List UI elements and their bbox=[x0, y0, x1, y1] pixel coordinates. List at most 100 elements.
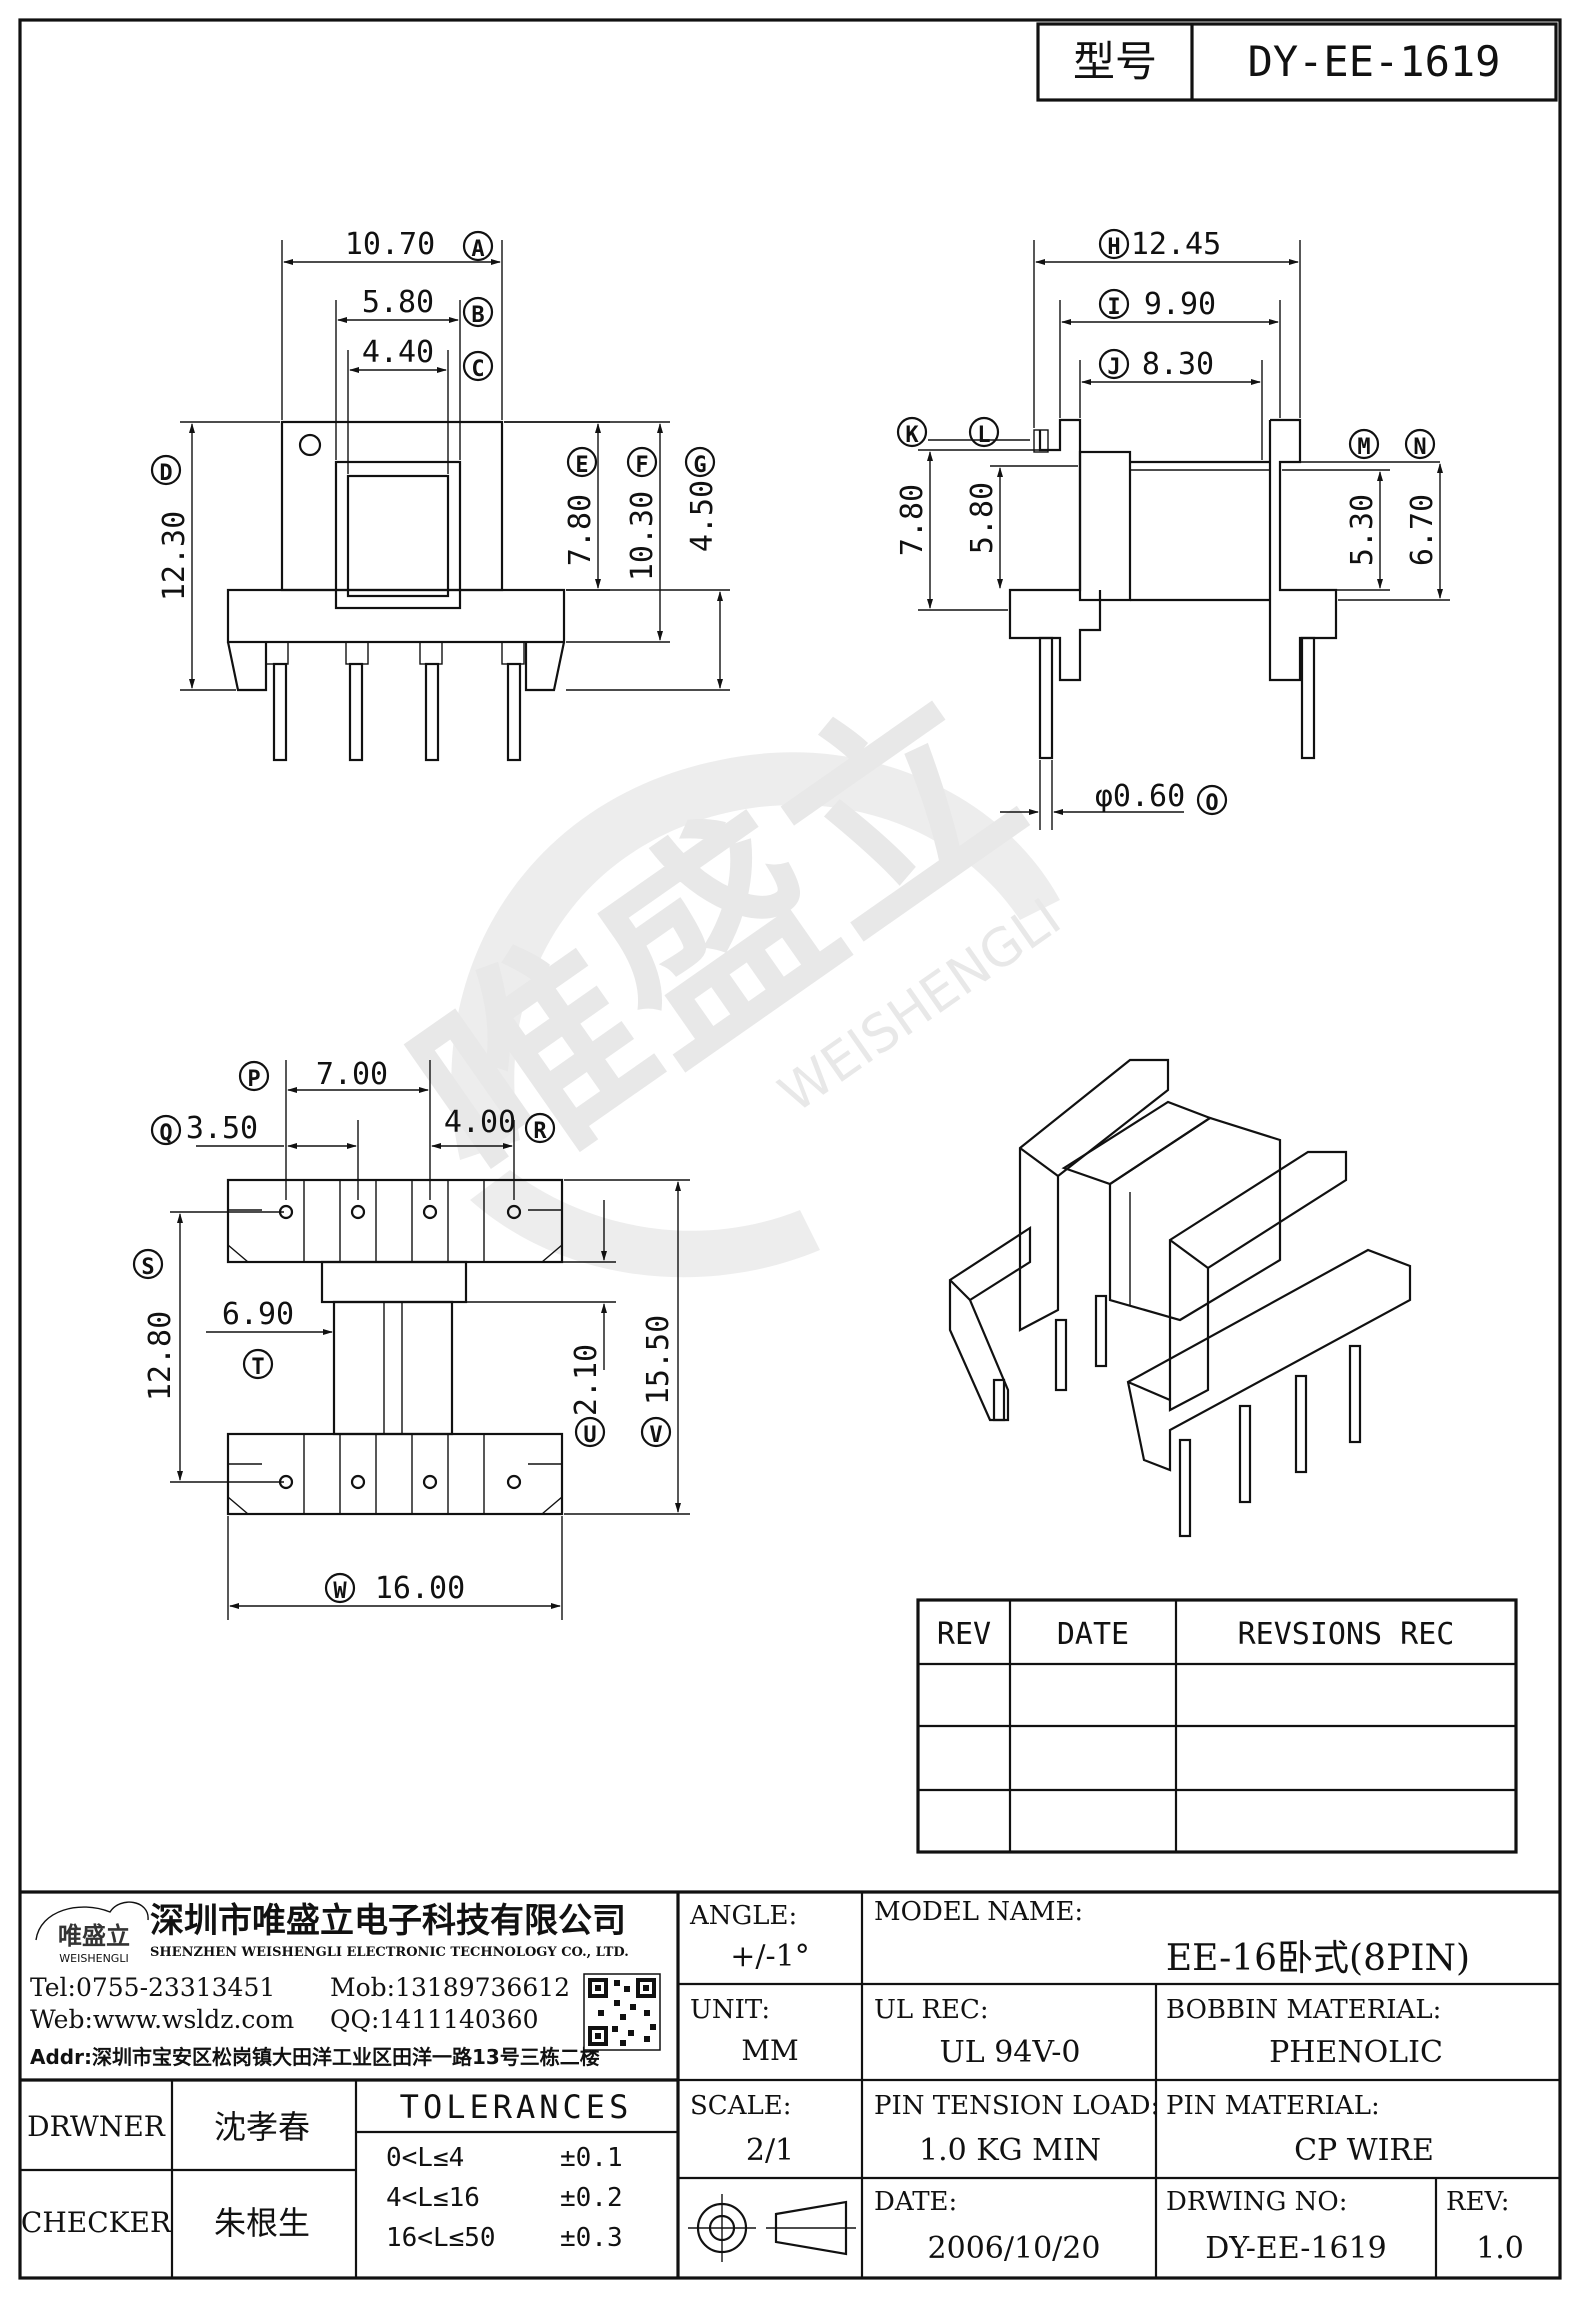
scale-value: 2/1 bbox=[746, 2133, 794, 2168]
drawer-label: DRWNER bbox=[27, 2110, 166, 2143]
label-U: U bbox=[574, 1416, 606, 1448]
dim-K-value: 7.80 bbox=[895, 484, 930, 556]
label-I: I bbox=[1098, 288, 1130, 320]
svg-text:C: C bbox=[471, 357, 484, 382]
ul-label: UL REC: bbox=[874, 1995, 989, 2025]
company-mob: Mob:13189736612 bbox=[330, 1973, 570, 2002]
dim-U-value: 2.10 bbox=[569, 1344, 604, 1416]
drawing-no-label: DRWING NO: bbox=[1166, 2187, 1347, 2217]
svg-text:T: T bbox=[251, 1355, 264, 1380]
dim-R-value: 4.00 bbox=[444, 1105, 516, 1140]
company-qq: QQ:1411140360 bbox=[330, 2005, 538, 2034]
svg-text:K: K bbox=[905, 423, 919, 448]
projection-symbol-icon bbox=[688, 2194, 856, 2262]
header-box: 型号 DY-EE-1619 bbox=[1036, 22, 1558, 102]
header-model-value: DY-EE-1619 bbox=[1248, 37, 1501, 86]
watermark: 唯盛立 WEISHENGLI bbox=[373, 644, 1072, 1278]
logo-en: WEISHENGLI bbox=[59, 1952, 128, 1965]
label-M: M bbox=[1348, 428, 1380, 460]
svg-text:V: V bbox=[649, 1423, 662, 1448]
svg-text:U: U bbox=[583, 1423, 596, 1448]
svg-text:A: A bbox=[471, 237, 484, 262]
svg-text:R: R bbox=[533, 1119, 547, 1144]
svg-text:D: D bbox=[159, 461, 172, 486]
dim-A-value: 10.70 bbox=[345, 227, 435, 262]
label-L: L bbox=[968, 416, 1000, 448]
dim-B-value: 5.80 bbox=[362, 285, 434, 320]
rev-header-date: DATE bbox=[1057, 1617, 1129, 1652]
svg-text:N: N bbox=[1413, 435, 1426, 460]
pin-tension-value: 1.0 KG MIN bbox=[919, 2133, 1101, 2168]
dim-I-value: 9.90 bbox=[1144, 287, 1216, 322]
svg-text:P: P bbox=[247, 1067, 260, 1092]
svg-text:I: I bbox=[1107, 295, 1120, 320]
dim-E-value: 7.80 bbox=[563, 494, 598, 566]
dim-P-value: 7.00 bbox=[316, 1057, 388, 1092]
label-G: G bbox=[684, 446, 716, 478]
tol-row-1-range: 0<L≤4 bbox=[386, 2143, 464, 2173]
company-addr: Addr:深圳市宝安区松岗镇大田洋工业区田洋一路13号三栋二楼 bbox=[30, 2045, 600, 2069]
svg-text:H: H bbox=[1107, 235, 1120, 260]
label-Q: Q bbox=[150, 1114, 182, 1146]
revision-table: REV DATE REVSIONS REC bbox=[916, 1598, 1518, 1854]
header-model-label: 型号 bbox=[1073, 37, 1157, 86]
pin-material-label: PIN MATERIAL: bbox=[1166, 2091, 1380, 2121]
date-value: 2006/10/20 bbox=[928, 2231, 1101, 2266]
date-label: DATE: bbox=[874, 2187, 957, 2217]
bobbin-label: BOBBIN MATERIAL: bbox=[1166, 1995, 1441, 2025]
rev-label: REV: bbox=[1446, 2187, 1509, 2217]
label-O: O bbox=[1196, 784, 1228, 816]
svg-text:L: L bbox=[977, 423, 990, 448]
label-F: F bbox=[626, 446, 658, 478]
svg-text:S: S bbox=[141, 1255, 154, 1280]
dim-T-value: 6.90 bbox=[222, 1297, 294, 1332]
svg-text:G: G bbox=[693, 453, 706, 478]
bottom-view: P 7.00 Q 3.50 4.00 R S 12.80 6.90 T 2.10… bbox=[132, 1057, 690, 1620]
label-A: A bbox=[462, 230, 494, 262]
company-web: Web:www.wsldz.com bbox=[30, 2005, 294, 2034]
ul-value: UL 94V-0 bbox=[939, 2035, 1080, 2070]
tol-row-2-range: 4<L≤16 bbox=[386, 2183, 480, 2213]
label-C: C bbox=[462, 350, 494, 382]
dim-C-value: 4.40 bbox=[362, 335, 434, 370]
svg-text:M: M bbox=[1357, 435, 1370, 460]
label-H: H bbox=[1098, 228, 1130, 260]
svg-text:E: E bbox=[575, 453, 588, 478]
angle-value: +/-1° bbox=[730, 1939, 809, 1974]
rev-header-rec: REVSIONS REC bbox=[1238, 1617, 1455, 1652]
company-logo: 唯盛立 WEISHENGLI bbox=[35, 1901, 149, 1965]
label-S: S bbox=[132, 1248, 164, 1280]
label-N: N bbox=[1404, 428, 1436, 460]
label-D: D bbox=[150, 454, 182, 486]
dim-V-value: 15.50 bbox=[641, 1315, 676, 1405]
dim-J-value: 8.30 bbox=[1142, 347, 1214, 382]
pin-tension-label: PIN TENSION LOAD: bbox=[874, 2091, 1159, 2121]
tolerances-label: TOLERANCES bbox=[400, 2088, 633, 2126]
rev-value: 1.0 bbox=[1476, 2231, 1524, 2266]
drawing-no-value: DY-EE-1619 bbox=[1205, 2231, 1387, 2266]
dim-M-value: 5.30 bbox=[1345, 494, 1380, 566]
svg-text:J: J bbox=[1107, 355, 1120, 380]
side-view: H 12.45 I 9.90 J 8.30 K L 7.80 5.80 M N … bbox=[895, 227, 1450, 830]
unit-value: MM bbox=[741, 2034, 798, 2067]
svg-text:F: F bbox=[635, 453, 648, 478]
tol-row-3-range: 16<L≤50 bbox=[386, 2223, 496, 2253]
svg-text:Q: Q bbox=[159, 1121, 172, 1146]
qr-code bbox=[583, 1973, 661, 2051]
angle-label: ANGLE: bbox=[689, 1901, 797, 1931]
label-E: E bbox=[566, 446, 598, 478]
dim-L-value: 5.80 bbox=[965, 482, 1000, 554]
watermark-cn: 唯盛立 bbox=[373, 644, 1060, 1232]
label-B: B bbox=[462, 296, 494, 328]
drawer-value: 沈孝春 bbox=[214, 2108, 310, 2146]
label-V: V bbox=[640, 1416, 672, 1448]
company-name-cn: 深圳市唯盛立电子科技有限公司 bbox=[150, 1901, 626, 1941]
svg-text:B: B bbox=[471, 303, 484, 328]
dim-W-value: 16.00 bbox=[375, 1571, 465, 1606]
title-block: 唯盛立 WEISHENGLI 深圳市唯盛立电子科技有限公司 SHENZHEN W… bbox=[20, 1890, 1560, 2278]
checker-value: 朱根生 bbox=[214, 2204, 310, 2242]
dim-F-value: 10.30 bbox=[625, 491, 660, 581]
front-view: 10.70 A 5.80 B 4.40 C 12.30 D 7.80 E 10.… bbox=[150, 227, 730, 762]
unit-label: UNIT: bbox=[690, 1995, 770, 2025]
label-J: J bbox=[1098, 348, 1130, 380]
